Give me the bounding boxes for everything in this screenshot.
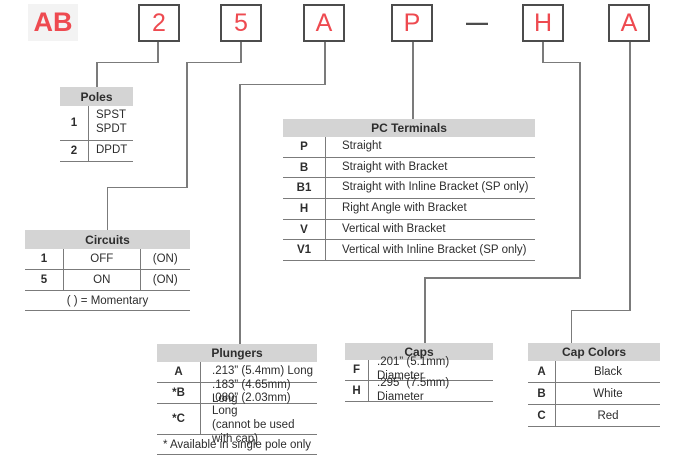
- connector-line: [542, 42, 544, 63]
- table-footnote: ( ) = Momentary: [25, 291, 190, 311]
- value-cell: Black: [593, 365, 623, 378]
- code-cell: V: [283, 219, 326, 240]
- table-row: V1 Vertical with Inline Bracket (SP only…: [283, 240, 535, 262]
- connector-line: [186, 61, 188, 188]
- part-prefix: AB: [28, 4, 78, 41]
- part-code-box-caps: H: [522, 4, 564, 42]
- table-footnote: * Available in single pole only: [157, 435, 317, 455]
- table-header: Caps: [345, 343, 493, 360]
- connector-line: [96, 61, 98, 88]
- value-cell: Straight: [342, 140, 382, 153]
- table-row: F .201” (5.1mm) Diameter: [345, 356, 493, 382]
- part-code-box-circuits: 5: [220, 4, 262, 42]
- table-row: B Straight with Bracket: [283, 157, 535, 179]
- code-cell: *C: [157, 404, 201, 434]
- value-cell: Vertical with Bracket: [342, 222, 446, 235]
- momentary-cell: (ON): [152, 274, 178, 286]
- connector-line: [424, 277, 426, 344]
- connector-line: [324, 42, 326, 85]
- circuits-table: Circuits 1 OFF (ON) 5 ON (ON) ( ) = Mome…: [25, 230, 190, 311]
- value-cell: .080” (2.03mm) Long (cannot be used with…: [212, 391, 295, 445]
- table-header: Plungers: [157, 344, 317, 362]
- connector-line: [106, 186, 108, 231]
- state-cell: ON: [64, 270, 141, 290]
- table-row: 1 OFF (ON): [25, 249, 190, 270]
- code-cell: A: [157, 362, 201, 382]
- code-cell: V1: [283, 240, 326, 261]
- table-row: 5 ON (ON): [25, 270, 190, 291]
- value-cell: SPST SPDT: [96, 109, 127, 135]
- code-cell: F: [345, 360, 369, 380]
- table-header: Circuits: [25, 230, 190, 249]
- value-cell: .183” (4.65mm) Long: [212, 379, 291, 405]
- code-cell: 2: [60, 141, 89, 161]
- part-code-box-poles: 2: [138, 4, 180, 42]
- caps-table: Caps F .201” (5.1mm) Diameter H .295” (7…: [345, 343, 493, 403]
- table-header: Cap Colors: [528, 343, 660, 361]
- table-row: P Straight: [283, 137, 535, 158]
- code-cell: *B: [157, 383, 201, 403]
- connector-line: [186, 61, 242, 63]
- part-code-box-cap-colors: A: [608, 4, 650, 42]
- value-cell: White: [593, 387, 623, 400]
- connector-line: [570, 309, 572, 344]
- value-cell: Straight with Bracket: [342, 160, 448, 173]
- code-cell: B1: [283, 178, 326, 199]
- value-cell: Straight with Inline Bracket (SP only): [342, 181, 529, 194]
- plungers-table: Plungers A .213” (5.4mm) Long *B .183” (…: [157, 344, 317, 455]
- part-code-box-terminals: P: [391, 4, 433, 42]
- table-row: V Vertical with Bracket: [283, 219, 535, 241]
- poles-table: Poles 1 SPST SPDT 2 DPDT: [60, 87, 133, 162]
- code-cell: H: [283, 199, 326, 219]
- table-row: B1 Straight with Inline Bracket (SP only…: [283, 178, 535, 200]
- value-cell: Vertical with Inline Bracket (SP only): [342, 243, 527, 256]
- table-row: A Black: [528, 361, 660, 383]
- table-row: H Right Angle with Bracket: [283, 199, 535, 220]
- code-cell: 5: [25, 270, 64, 290]
- separator-dash: —: [466, 10, 488, 35]
- cap-colors-table: Cap Colors A Black B White C Red: [528, 343, 660, 427]
- code-cell: A: [528, 361, 556, 382]
- table-row: A .213” (5.4mm) Long: [157, 362, 317, 383]
- pc-terminals-table: PC Terminals P Straight B Straight with …: [283, 119, 535, 262]
- connector-line: [157, 42, 159, 63]
- connector-line: [424, 277, 581, 279]
- code-cell: 1: [60, 106, 89, 140]
- connector-line: [629, 42, 631, 311]
- table-row: C Red: [528, 405, 660, 427]
- part-code-box-plungers: A: [303, 4, 345, 42]
- connector-line: [106, 186, 188, 188]
- code-cell: B: [528, 383, 556, 404]
- value-cell: .201” (5.1mm) Diameter: [377, 356, 450, 382]
- connector-line: [96, 61, 159, 63]
- table-row: 1 SPST SPDT: [60, 106, 133, 141]
- table-row: *B .183” (4.65mm) Long: [157, 379, 317, 405]
- code-cell: C: [528, 405, 556, 426]
- state-cell: OFF: [64, 249, 141, 269]
- value-cell: Right Angle with Bracket: [342, 202, 467, 215]
- value-cell: DPDT: [96, 144, 128, 157]
- value-cell: .213” (5.4mm) Long: [212, 365, 313, 378]
- connector-line: [239, 83, 241, 345]
- table-header: Poles: [60, 87, 133, 106]
- connector-line: [412, 42, 414, 119]
- connector-line: [579, 61, 581, 279]
- table-row: 2 DPDT: [60, 141, 133, 162]
- value-cell: .295” (7.5mm) Diameter: [377, 377, 450, 403]
- table-row: B White: [528, 383, 660, 405]
- table-row: *C .080” (2.03mm) Long (cannot be used w…: [157, 391, 317, 445]
- connector-line: [570, 309, 631, 311]
- code-cell: 1: [25, 249, 64, 269]
- code-cell: B: [283, 157, 326, 178]
- code-cell: P: [283, 137, 326, 157]
- value-cell: Red: [597, 409, 619, 422]
- table-row: H .295” (7.5mm) Diameter: [345, 377, 493, 403]
- momentary-cell: (ON): [152, 253, 178, 265]
- table-header: PC Terminals: [283, 119, 535, 137]
- code-cell: H: [345, 381, 369, 401]
- connector-line: [239, 83, 326, 85]
- connector-line: [240, 42, 242, 63]
- connector-line: [542, 61, 581, 63]
